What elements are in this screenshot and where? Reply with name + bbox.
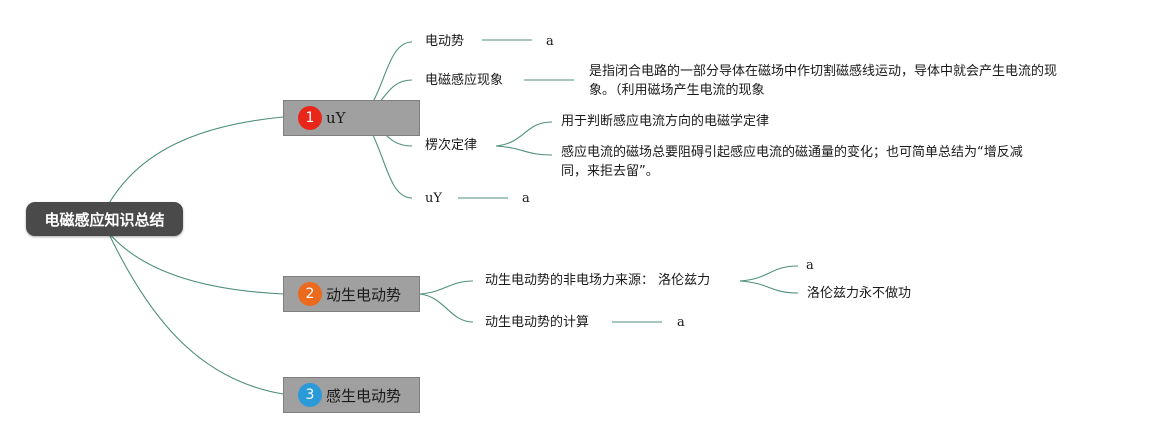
number-badge-2-text: 2 (305, 286, 315, 302)
number-badge-3-text: 3 (305, 387, 315, 403)
branch-2-label: 动生电动势 (326, 285, 402, 304)
number-badge-2: 2 (298, 282, 322, 306)
link-lenz-detail2 (495, 145, 553, 156)
branch-3-label: 感生电动势 (326, 386, 402, 405)
number-badge-1: 1 (298, 106, 322, 130)
node-lenz-law[interactable]: 楞次定律 (425, 138, 478, 153)
link-b2-source (419, 280, 474, 295)
link-source-detail1 (739, 265, 799, 282)
link-lenz-detail1 (495, 121, 553, 147)
root-node[interactable]: 电磁感应知识总结 (26, 202, 183, 236)
node-emf[interactable]: 电动势 (425, 34, 465, 49)
branch-node-2[interactable]: 2 动生电动势 (283, 276, 420, 312)
link-root-branch3 (107, 231, 284, 395)
branch-1-label: uY (326, 109, 346, 127)
node-source-detail-1[interactable]: a (806, 258, 814, 273)
link-root-branch1 (107, 116, 284, 206)
node-uy[interactable]: uY (425, 191, 442, 206)
node-source[interactable]: 动生电动势的非电场力来源： 洛伦兹力 (485, 273, 711, 288)
node-source-detail-2[interactable]: 洛伦兹力永不做功 (807, 286, 912, 301)
node-induction-detail[interactable]: 是指闭合电路的一部分导体在磁场中作切割磁感线运动，导体中就会产生电流的现象。（利… (589, 64, 1058, 98)
link-b2-calc (419, 293, 474, 323)
node-uy-detail[interactable]: a (522, 191, 530, 206)
node-induction[interactable]: 电磁感应现象 (425, 73, 504, 88)
branch-node-1[interactable]: 1 uY (283, 100, 420, 136)
node-emf-detail[interactable]: a (546, 34, 554, 49)
node-lenz-detail-2[interactable]: 感应电流的磁场总要阻碍引起感应电流的磁通量的变化；也可简单总结为“增反减同，来拒… (561, 145, 1023, 179)
link-source-detail2 (739, 280, 799, 294)
root-label: 电磁感应知识总结 (44, 210, 165, 229)
branch-node-3[interactable]: 3 感生电动势 (283, 377, 420, 413)
number-badge-3: 3 (298, 383, 322, 407)
node-lenz-detail-1[interactable]: 用于判断感应电流方向的电磁学定律 (561, 114, 770, 129)
link-root-branch2 (107, 231, 284, 295)
node-calculation[interactable]: 动生电动势的计算 (485, 315, 590, 330)
number-badge-1-text: 1 (305, 110, 315, 126)
node-calculation-detail[interactable]: a (677, 315, 685, 330)
